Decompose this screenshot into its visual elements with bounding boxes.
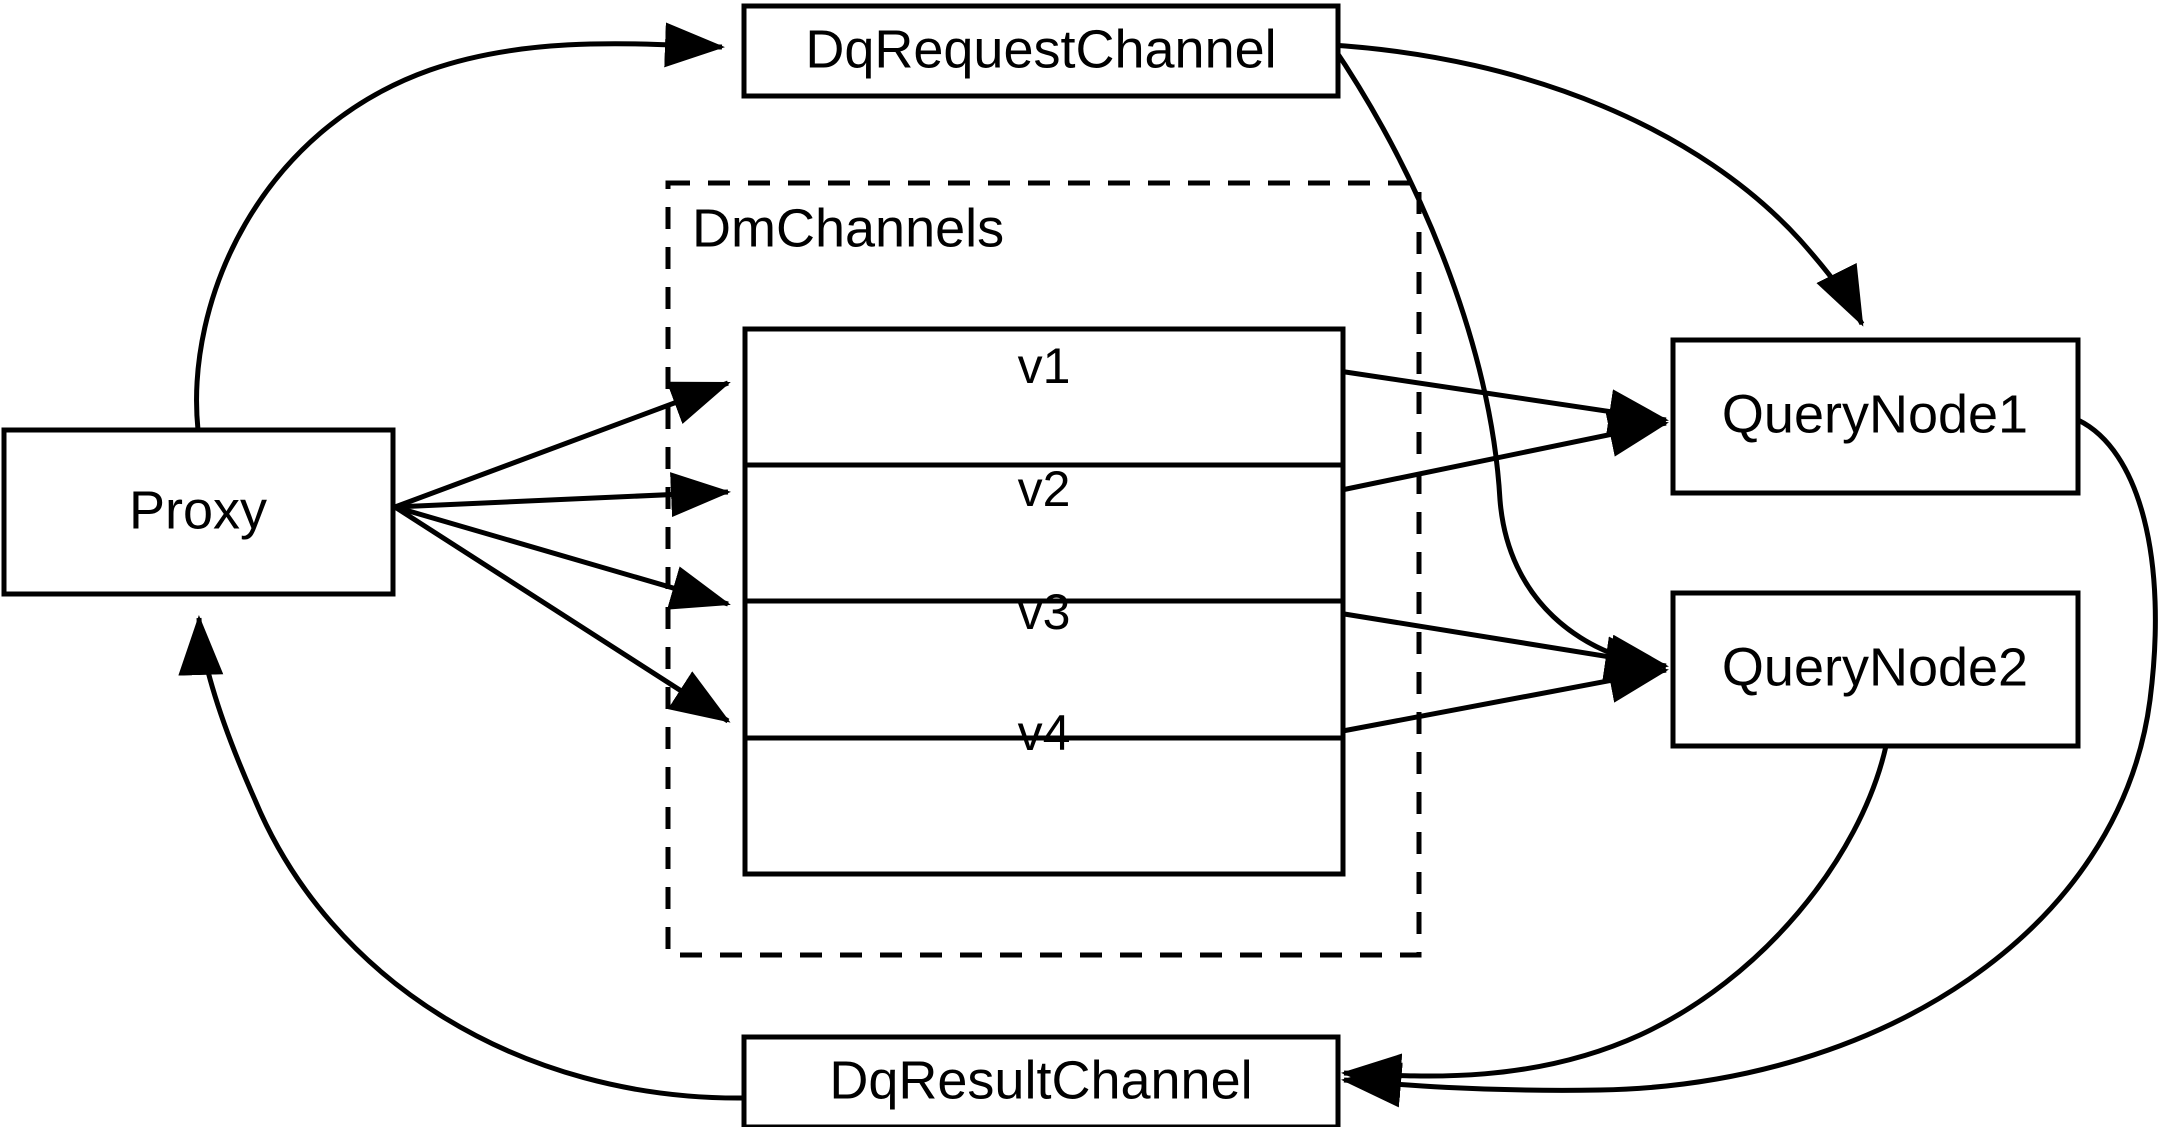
node-dqrequestchannel-label: DqRequestChannel	[805, 19, 1276, 79]
edge-proxy-to-v4	[393, 504, 731, 724]
node-proxy-label: Proxy	[129, 480, 267, 540]
shard-label-v2: v2	[1018, 461, 1071, 517]
node-dqresultchannel-label: DqResultChannel	[829, 1050, 1252, 1110]
edge-dqresultchannel-to-proxy	[178, 615, 745, 1101]
shard-label-v3: v3	[1018, 584, 1071, 640]
edge-querynode2-to-dqresultchannel	[1341, 745, 1889, 1099]
dmchannels-group-border	[665, 180, 1422, 958]
edge-proxy-to-v3	[394, 504, 731, 610]
node-querynode1-label: QueryNode1	[1722, 384, 2028, 444]
node-dqresultchannel-box[interactable]	[741, 1034, 1341, 1127]
edge-proxy-to-v1	[394, 380, 731, 510]
node-querynode1-box[interactable]	[1670, 337, 2081, 496]
node-querynode2-box[interactable]	[1670, 590, 2081, 749]
edge-v1-to-querynode1	[1331, 367, 1669, 434]
node-querynode2-label: QueryNode2	[1722, 637, 2028, 697]
edge-dqrequestchannel-to-querynode1	[1331, 42, 1865, 327]
node-dqrequestchannel-box[interactable]	[741, 3, 1341, 99]
shard-label-v4: v4	[1018, 705, 1071, 761]
edge-v4-to-querynode2	[1331, 658, 1669, 736]
node-proxy-box[interactable]	[1, 427, 396, 597]
edge-dqrequestchannel-to-querynode2	[1329, 43, 1665, 681]
edge-proxy-to-dqrequestchannel	[194, 22, 725, 431]
shard-label-v1: v1	[1018, 338, 1071, 394]
edge-proxy-to-v2	[394, 472, 731, 518]
edge-v3-to-querynode2	[1331, 609, 1669, 680]
edge-querynode1-to-dqresultchannel	[1341, 417, 2158, 1108]
dmchannels-group-label: DmChannels	[692, 198, 1004, 258]
edge-v2-to-querynode1	[1331, 412, 1669, 495]
